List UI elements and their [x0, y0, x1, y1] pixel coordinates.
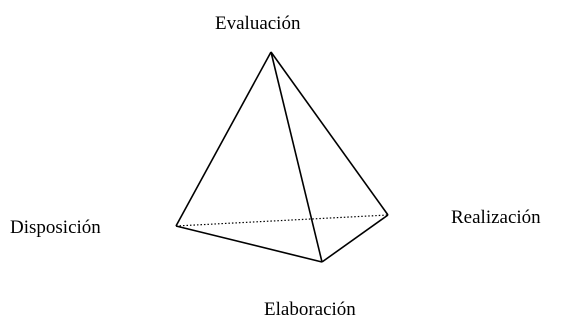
edge-top-bottom — [270, 51, 323, 263]
vertex-label-disposicion: Disposición — [10, 217, 101, 238]
vertex-label-elaboracion: Elaboración — [264, 299, 356, 320]
vertex-label-realizacion: Realización — [451, 207, 541, 228]
vertex-label-evaluacion: Evaluación — [215, 13, 301, 34]
edge-left-right-hidden — [175, 214, 389, 227]
edge-right-bottom — [321, 214, 389, 263]
edge-left-bottom — [175, 225, 323, 263]
edge-top-right — [270, 51, 389, 216]
edge-top-left — [175, 51, 272, 227]
